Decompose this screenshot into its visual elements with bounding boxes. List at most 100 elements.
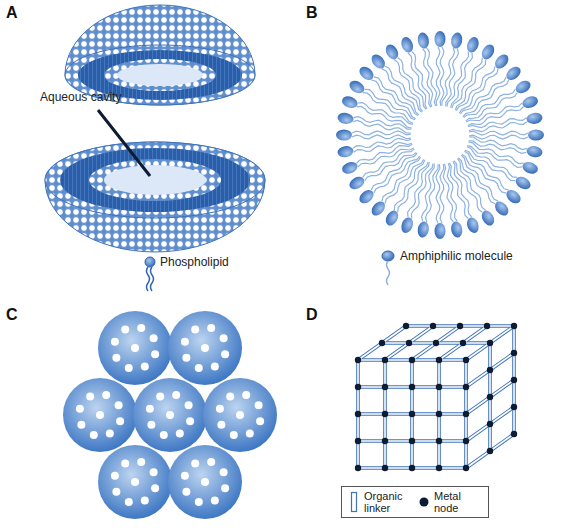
organic-linker <box>439 326 487 360</box>
tail <box>440 164 444 223</box>
head <box>504 187 523 206</box>
pore <box>106 430 114 438</box>
legend-sample <box>418 491 430 513</box>
node-sample <box>420 498 429 507</box>
linker-sample <box>352 493 357 512</box>
pore <box>151 484 159 492</box>
head <box>347 78 366 96</box>
phospholipid-icon <box>145 257 155 291</box>
head <box>416 221 430 239</box>
tail <box>427 48 437 106</box>
metal-node <box>484 323 490 329</box>
pore <box>86 392 94 400</box>
panel-letter: D <box>306 306 318 324</box>
metal-node <box>355 384 361 390</box>
metal-node <box>436 357 442 363</box>
metal-node <box>511 404 517 410</box>
head <box>357 187 376 206</box>
pore <box>156 392 164 400</box>
metal-node <box>382 357 388 363</box>
tail <box>352 131 411 135</box>
tail <box>374 156 420 193</box>
metal-node <box>463 438 469 444</box>
tail <box>469 135 528 139</box>
head <box>357 64 376 83</box>
tail <box>468 118 526 128</box>
head <box>340 94 359 110</box>
pore <box>226 392 234 400</box>
tail <box>469 122 527 132</box>
head <box>435 223 446 239</box>
metal-node <box>355 438 361 444</box>
metal-node <box>409 384 415 390</box>
metal-node <box>487 340 493 346</box>
pore <box>160 431 168 439</box>
metal-node <box>463 384 469 390</box>
metal-node <box>379 340 385 346</box>
particle <box>63 378 137 452</box>
metal-node <box>463 357 469 363</box>
head <box>450 221 464 239</box>
pore <box>185 401 193 409</box>
mof-lattice <box>355 323 517 471</box>
metal-node <box>406 340 412 346</box>
liposome-top-half <box>65 5 255 105</box>
pore <box>236 411 244 419</box>
pore <box>150 468 158 476</box>
head <box>369 52 388 71</box>
leader-line <box>98 110 150 176</box>
particle <box>203 378 277 452</box>
metal-node <box>436 384 442 390</box>
metal-node <box>463 411 469 417</box>
tail <box>469 131 528 135</box>
metal-node <box>409 411 415 417</box>
metal-node <box>430 323 436 329</box>
panel-letter: B <box>306 4 318 22</box>
pore <box>111 472 119 480</box>
tail <box>436 164 440 223</box>
organic-linker <box>412 326 460 360</box>
pore <box>76 405 84 413</box>
pore <box>182 488 190 496</box>
tail <box>467 147 517 178</box>
metal-node <box>487 394 493 400</box>
metal-node <box>409 465 415 471</box>
head <box>336 130 352 141</box>
pore <box>172 391 180 399</box>
pore <box>102 391 110 399</box>
pore <box>182 354 190 362</box>
metal-node <box>511 377 517 383</box>
organic-linker <box>466 380 514 414</box>
tail <box>374 77 418 116</box>
tail <box>363 93 413 124</box>
metal-node <box>355 357 361 363</box>
mesoporous-particles <box>63 311 277 519</box>
head <box>337 145 355 159</box>
legend-item: Metal node <box>418 490 482 514</box>
head <box>416 32 430 50</box>
amphiphilic-icon <box>382 251 394 285</box>
pore <box>90 431 98 439</box>
legend: Organic linkerMetal node <box>341 486 489 518</box>
pore <box>125 364 133 372</box>
organic-linker <box>358 326 406 360</box>
particle <box>98 445 172 519</box>
tail <box>353 138 411 148</box>
head <box>492 199 511 218</box>
head <box>465 216 481 235</box>
head <box>479 42 497 61</box>
tail <box>440 47 444 106</box>
pore <box>191 325 199 333</box>
pore <box>115 401 123 409</box>
pore <box>255 401 263 409</box>
pore <box>166 411 174 419</box>
organic-linker <box>466 353 514 387</box>
panel-letter: C <box>6 306 18 324</box>
metal-node <box>460 340 466 346</box>
pore <box>150 334 158 342</box>
metal-node <box>463 465 469 471</box>
pore <box>176 430 184 438</box>
pore <box>181 472 189 480</box>
tail <box>461 155 498 201</box>
tail <box>462 154 506 193</box>
